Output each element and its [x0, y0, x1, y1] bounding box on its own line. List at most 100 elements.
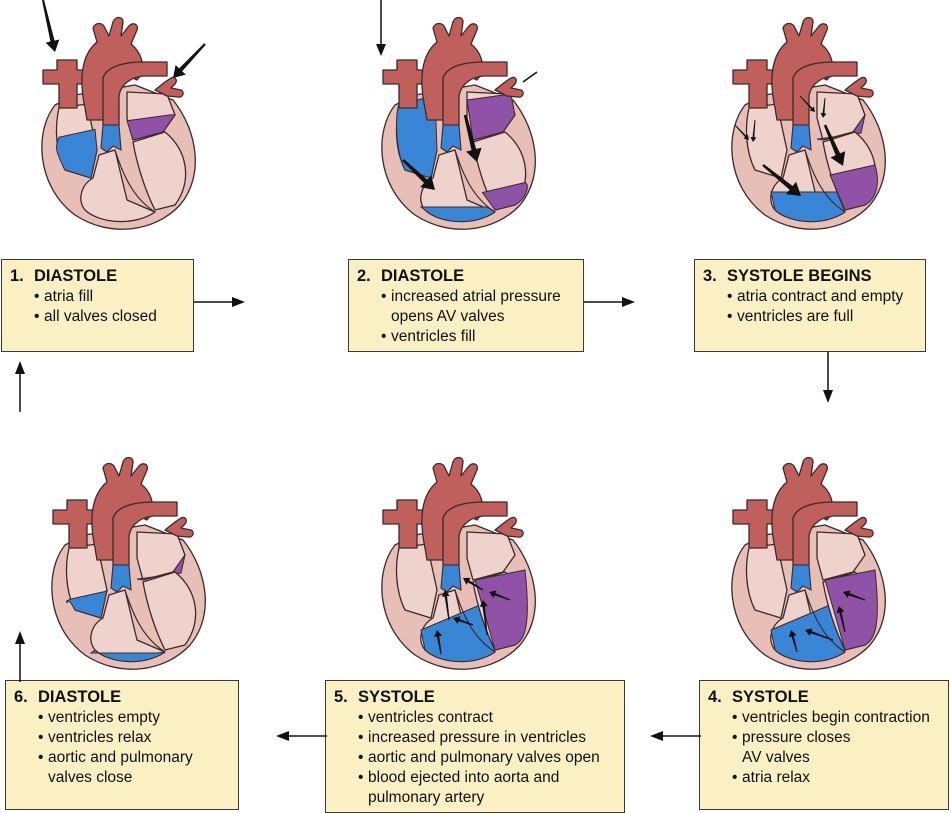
bullet: ventricles contract — [358, 708, 616, 728]
stage-title: DIASTOLE — [381, 267, 465, 285]
stage-number: 5. — [334, 688, 348, 706]
septum — [454, 589, 496, 653]
right-ventricle-fill-arrow-icon — [762, 164, 801, 196]
pulmonary-trunk — [442, 61, 508, 126]
bullet: increased pressure in ventricles — [358, 728, 616, 748]
ventricle-contract-arrow-icon — [843, 590, 866, 601]
left-ventricle-blood — [829, 164, 878, 211]
left-ventricle-blood — [824, 569, 878, 651]
ejection-arrow-icon — [453, 616, 474, 626]
stage-4-box: 4.SYSTOLE ventricles begin contraction p… — [699, 680, 949, 810]
heart-illustration-stage-6 — [51, 456, 206, 670]
vena-cava — [732, 59, 774, 109]
bullet: ventricles fill — [381, 327, 575, 347]
bullet: blood ejected into aorta and pulmonary a… — [358, 768, 578, 808]
pulmonary-veins — [844, 76, 874, 98]
bullet: atria contract and empty — [727, 287, 917, 307]
stage-title: SYSTOLE — [732, 688, 809, 706]
septum — [114, 149, 156, 213]
stage-title: DIASTOLE — [38, 688, 122, 706]
bullet: all valves closed — [34, 307, 185, 327]
ejection-arrow-icon — [479, 600, 488, 636]
heart-illustration-stage-4 — [731, 456, 886, 670]
right-atrium-blood — [66, 588, 108, 619]
left-atrium-blood — [126, 114, 176, 141]
vena-cava — [52, 499, 94, 549]
stage-6-box: 6. DIASTOLE ventricles empty ventricles r… — [5, 680, 239, 810]
septum — [804, 589, 846, 653]
flow-arrow-6-up — [15, 631, 25, 682]
left-ventricle-fill-arrow-icon — [823, 124, 846, 166]
ejection-arrow-icon — [489, 590, 511, 601]
left-ventricle-blood — [481, 181, 528, 211]
bullet: atria relax — [732, 768, 940, 788]
flow-arrow-1-to-2 — [194, 297, 245, 307]
pulmonary-veins — [164, 516, 194, 538]
left-ventricle — [132, 131, 187, 211]
pulmonary-inflow-arrow-icon — [522, 71, 538, 83]
pulmonary-inflow-arrow-icon — [173, 43, 206, 78]
right-atrium — [395, 543, 438, 619]
stage-3-box: 3. SYSTOLE BEGINS atria contract and empt… — [694, 259, 926, 352]
flow-arrow-3-to-4 — [823, 352, 833, 403]
pulmonary-valve-region — [110, 564, 132, 593]
bullet: atria fill — [34, 287, 185, 307]
stage-bullets: atria fill all valves closed — [10, 287, 185, 327]
ventricle-contract-arrow-icon — [805, 628, 834, 641]
stage-number: 6. — [14, 688, 28, 706]
atrial-contract-arrow-icon — [820, 97, 827, 118]
septum — [124, 589, 166, 653]
ejection-arrow-icon — [463, 577, 484, 591]
pulmonary-valve-region — [100, 124, 122, 153]
stage-5-box: 5. SYSTOLE ventricles contract increased … — [325, 680, 625, 813]
bullet: ventricles are full — [727, 307, 917, 327]
stage-number: 1. — [10, 267, 24, 285]
stage-number: 2. — [357, 267, 371, 285]
right-atrium — [745, 103, 788, 179]
ventricle-contract-arrow-icon — [836, 606, 846, 633]
bullet: ventricles empty — [38, 708, 230, 728]
ejection-arrow-icon — [441, 590, 450, 621]
pulmonary-valve-region — [790, 564, 812, 593]
pulmonary-trunk — [442, 501, 508, 566]
pulmonary-trunk — [792, 61, 858, 126]
pulmonary-veins — [494, 516, 524, 538]
ventricle-contract-arrow-icon — [788, 630, 798, 653]
arrowhead-icon — [376, 44, 386, 56]
vena-cava — [732, 499, 774, 549]
septum — [454, 149, 496, 213]
bullet: increased atrial pressure opens AV valve… — [381, 287, 575, 327]
vena-cava — [382, 499, 424, 549]
stage-bullets: atria contract and empty ventricles are … — [703, 287, 917, 327]
pulmonary-valve-region — [440, 124, 462, 153]
flow-arrow-4-to-5 — [650, 731, 701, 741]
right-atrium-blood — [56, 128, 98, 179]
left-ventricle — [142, 571, 197, 651]
stage-title: SYSTOLE — [358, 688, 435, 706]
venous-inflow-arrow-icon — [41, 0, 60, 52]
septum — [804, 149, 846, 213]
stage-bullets: ventricles contract increased pressure i… — [334, 708, 616, 808]
vena-cava — [42, 59, 84, 109]
right-av-flow-arrow-icon — [402, 159, 435, 190]
pulmonary-valve-region — [790, 124, 812, 153]
ejection-arrow-icon — [434, 630, 442, 655]
heart-illustration-stage-3 — [731, 16, 886, 230]
bullet: ventricles begin contraction — [732, 708, 940, 728]
bullet: aortic and pulmonary valves open — [358, 748, 616, 768]
stage-number: 3. — [703, 267, 717, 285]
bullet: aortic and pulmonary valves close — [38, 748, 208, 788]
pulmonary-trunk — [112, 501, 178, 566]
stage-title: SYSTOLE BEGINS — [727, 267, 872, 285]
left-ventricle-blood — [474, 569, 528, 651]
left-av-flow-arrow-icon — [463, 114, 482, 162]
stage-number: 4. — [708, 688, 722, 706]
atrial-contract-arrow-icon — [750, 119, 757, 142]
bullet: ventricles relax — [38, 728, 230, 748]
stage-bullets: ventricles empty ventricles relax aortic… — [14, 708, 230, 788]
flow-arrow-5-to-6 — [276, 731, 327, 741]
stage-title: DIASTOLE — [34, 267, 118, 285]
heart-illustration-stage-1 — [41, 0, 206, 230]
stage-bullets: increased atrial pressure opens AV valve… — [357, 287, 575, 347]
pulmonary-trunk — [102, 61, 168, 126]
